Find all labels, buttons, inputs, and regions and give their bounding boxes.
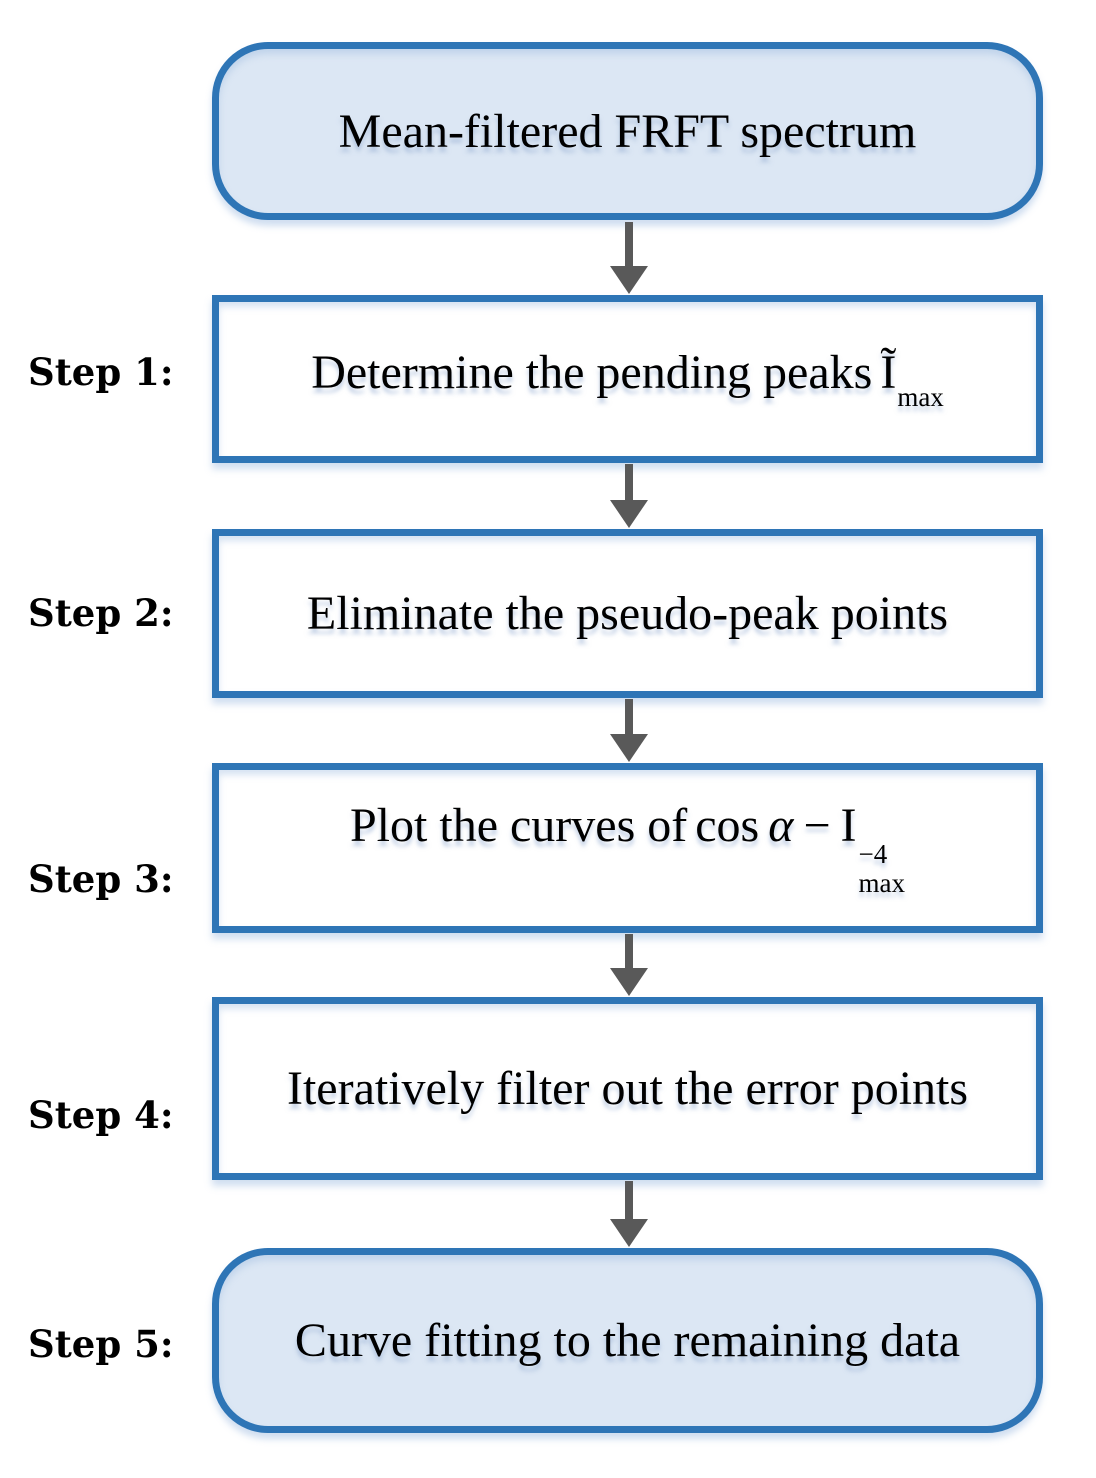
formula-base: Ĩ bbox=[880, 346, 897, 399]
flow-arrow-icon bbox=[610, 1181, 648, 1247]
node-start-text: Mean-filtered FRFT spectrum bbox=[338, 104, 917, 158]
flow-arrow-icon bbox=[610, 464, 648, 528]
node-step2-text: Eliminate the pseudo-peak points bbox=[306, 587, 949, 640]
node-step5: Curve fitting to the remaining data bbox=[212, 1248, 1043, 1433]
step1-text: Determine the pending peaks bbox=[311, 346, 873, 399]
formula-cos: cos bbox=[695, 798, 760, 852]
step-label-2: Step 2: bbox=[28, 591, 174, 635]
node-step5-text: Curve fitting to the remaining data bbox=[294, 1314, 961, 1367]
formula-base: I bbox=[840, 798, 857, 852]
step-label-5: Step 5: bbox=[28, 1322, 174, 1366]
flow-arrow-icon bbox=[610, 934, 648, 996]
step-label-4: Step 4: bbox=[28, 1093, 174, 1137]
formula-i-tilde-max: Ĩmax bbox=[880, 346, 943, 412]
flow-arrow-icon bbox=[610, 699, 648, 762]
formula-subscript: max bbox=[858, 868, 906, 898]
flow-arrow-icon bbox=[610, 222, 648, 294]
step-label-1: Step 1: bbox=[28, 350, 174, 394]
node-step4-text: Iteratively filter out the error points bbox=[286, 1062, 969, 1115]
formula-minus: − bbox=[803, 798, 831, 852]
node-start: Mean-filtered FRFT spectrum bbox=[212, 42, 1043, 220]
formula-alpha: α bbox=[768, 798, 794, 852]
step3-text: Plot the curves of bbox=[349, 798, 688, 852]
node-step4: Iteratively filter out the error points bbox=[212, 997, 1043, 1180]
step-label-3: Step 3: bbox=[28, 857, 174, 901]
formula-subscript: max bbox=[897, 382, 944, 412]
formula-superscript: −4 bbox=[858, 838, 888, 869]
node-step2: Eliminate the pseudo-peak points bbox=[212, 529, 1043, 698]
